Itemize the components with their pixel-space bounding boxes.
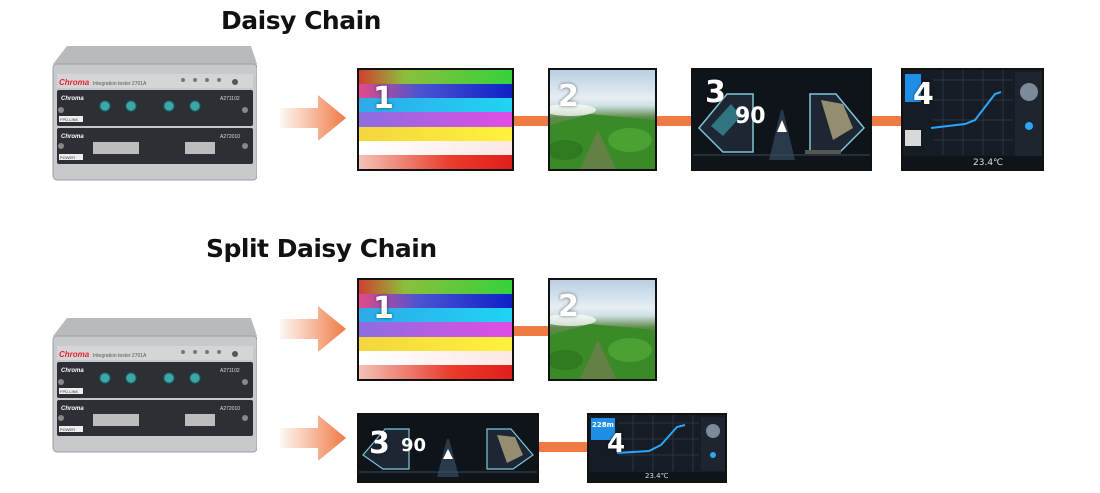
svg-text:POWER: POWER xyxy=(60,427,75,432)
svg-text:Chroma: Chroma xyxy=(61,134,84,140)
split-daisy-chain-title: Split Daisy Chain xyxy=(206,234,437,263)
screen-2-landscape-photo: 2 xyxy=(548,278,657,381)
svg-text:Chroma: Chroma xyxy=(61,406,84,412)
nav-temperature: 23.4℃ xyxy=(973,158,1004,168)
svg-text:FPD-LINK: FPD-LINK xyxy=(60,389,79,394)
screen-number: 2 xyxy=(558,79,579,114)
chain-connector xyxy=(512,116,550,126)
svg-text:Chroma: Chroma xyxy=(61,96,84,102)
screen-3-instrument-cluster: 90 3 xyxy=(357,413,539,483)
svg-text:A272010: A272010 xyxy=(220,406,240,412)
chain-connector xyxy=(870,116,903,126)
daisy-chain-title: Daisy Chain xyxy=(221,6,381,35)
screen-number: 4 xyxy=(913,77,934,112)
screen-4-navigation: 23.4℃ 4 xyxy=(901,68,1044,171)
chroma-tester-device: Chroma Integration tester 2701A Chroma A… xyxy=(52,46,257,181)
svg-text:A271102: A271102 xyxy=(220,368,240,374)
speed-readout: 90 xyxy=(735,104,766,129)
screen-3-instrument-cluster: 90 3 xyxy=(691,68,872,171)
screen-number: 1 xyxy=(373,81,394,116)
model-label: Integration tester 2701A xyxy=(93,353,147,359)
signal-arrow xyxy=(280,415,346,461)
screen-number: 1 xyxy=(373,291,394,326)
screen-number: 2 xyxy=(558,289,579,324)
svg-text:Chroma: Chroma xyxy=(61,368,84,374)
chain-connector xyxy=(512,326,550,336)
svg-text:A272010: A272010 xyxy=(220,134,240,140)
svg-text:FPD-LINK: FPD-LINK xyxy=(60,117,79,122)
chain-connector xyxy=(655,116,693,126)
signal-arrow xyxy=(280,306,346,352)
chroma-tester-device: Chroma Integration tester 2701A Chroma A… xyxy=(52,318,257,453)
screen-1-color-bars: 1 xyxy=(357,68,514,171)
chain-connector xyxy=(537,442,587,452)
model-label: Integration tester 2701A xyxy=(93,81,147,87)
svg-text:POWER: POWER xyxy=(60,155,75,160)
screen-number: 3 xyxy=(705,75,726,110)
screen-2-landscape-photo: 2 xyxy=(548,68,657,171)
brand-label: Chroma xyxy=(59,78,90,87)
nav-distance-box xyxy=(905,74,921,102)
nav-distance-box: 228m xyxy=(591,418,615,440)
svg-text:A271102: A271102 xyxy=(220,96,240,102)
screen-1-color-bars: 1 xyxy=(357,278,514,381)
speed-readout: 90 xyxy=(401,435,427,456)
nav-temperature: 23.4℃ xyxy=(645,472,669,480)
screen-number: 4 xyxy=(607,429,626,459)
screen-4-navigation: 228m 23.4℃ 4 xyxy=(587,413,727,483)
screen-number: 3 xyxy=(369,426,390,461)
signal-arrow xyxy=(280,95,346,141)
brand-label: Chroma xyxy=(59,350,90,359)
